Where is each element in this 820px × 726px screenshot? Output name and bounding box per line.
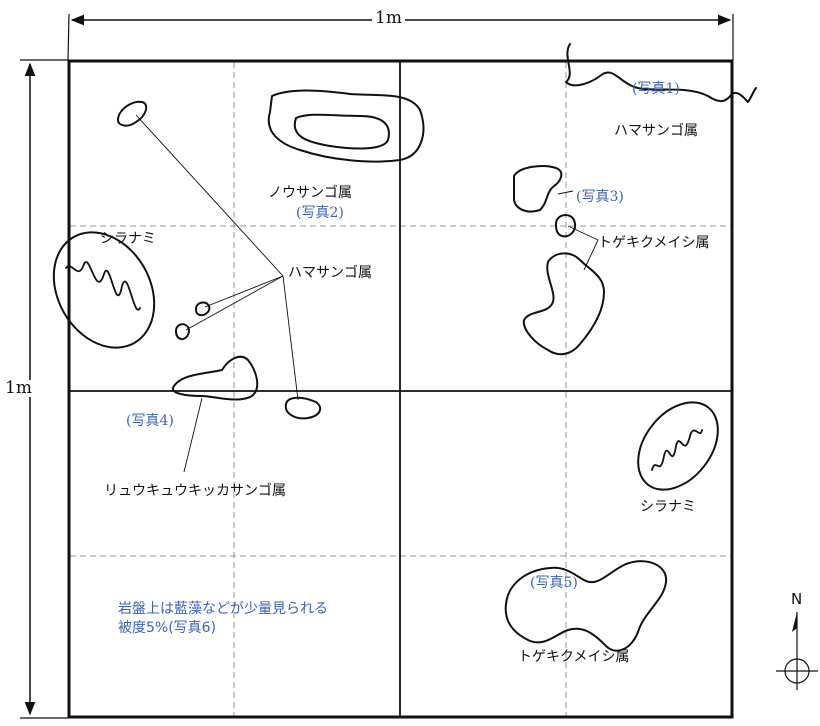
north-arrow [776, 612, 818, 690]
label-shiranami-right: シラナミ [640, 499, 696, 515]
quadrant-lines [69, 61, 732, 717]
substrate-note-line2: 被度5%(写真6) [118, 620, 217, 636]
nou-colony-outer [267, 89, 425, 163]
north-label: N [791, 590, 803, 608]
leader-lines [135, 114, 599, 473]
hamasango-colony-small-3 [175, 323, 190, 341]
label-shiranami-left: シラナミ [100, 231, 156, 247]
photo-label-3: (写真3) [576, 189, 624, 205]
hamasango-colony-small-4 [284, 396, 322, 420]
nou-colony-inner [293, 113, 390, 150]
togekiku-colony-upper-a [513, 165, 563, 213]
substrate-note-line1: 岩盤上は藍藻などが少量見られる [118, 601, 328, 617]
north-arrow-head [792, 612, 797, 632]
photo-label-5: (写真5) [530, 575, 578, 591]
togekiku-colony-upper-b [555, 214, 576, 238]
photo-label-4: (写真4) [126, 413, 174, 429]
ryukyu-colony [171, 355, 259, 401]
hamasango-colony-small-1 [117, 100, 148, 127]
shiranami-left-shell [52, 231, 156, 349]
shiranami-left-zigzag [65, 261, 141, 311]
dimension-label-left: 1m [2, 380, 35, 397]
label-nou-sango: ノウサンゴ属 [268, 185, 352, 201]
togekiku-colony-lower [504, 560, 668, 652]
hamasango-colony-edge [565, 43, 757, 103]
photo-label-1: (写真1) [632, 81, 680, 97]
shiranami-right-shell [637, 401, 719, 491]
quadrat-frame [67, 59, 734, 719]
label-togekiku-upper: トゲキクメイシ属 [598, 235, 710, 251]
substrate-note: 岩盤上は藍藻などが少量見られる 被度5%(写真6) [118, 600, 328, 638]
dimension-label-top: 1m [372, 10, 405, 27]
togekiku-colony-upper-c [522, 252, 605, 356]
hamasango-colony-small-2 [195, 301, 211, 317]
label-togekiku-lower: トゲキクメイシ属 [518, 649, 630, 665]
label-hamasango-center: ハマサンゴ属 [288, 265, 372, 281]
shiranami-right-zigzag [651, 429, 703, 471]
photo-label-2: (写真2) [296, 205, 344, 221]
label-ryukyu-kikka: リュウキュウキッカサンゴ属 [104, 483, 286, 499]
label-hamasango-top-right: ハマサンゴ属 [614, 123, 698, 139]
